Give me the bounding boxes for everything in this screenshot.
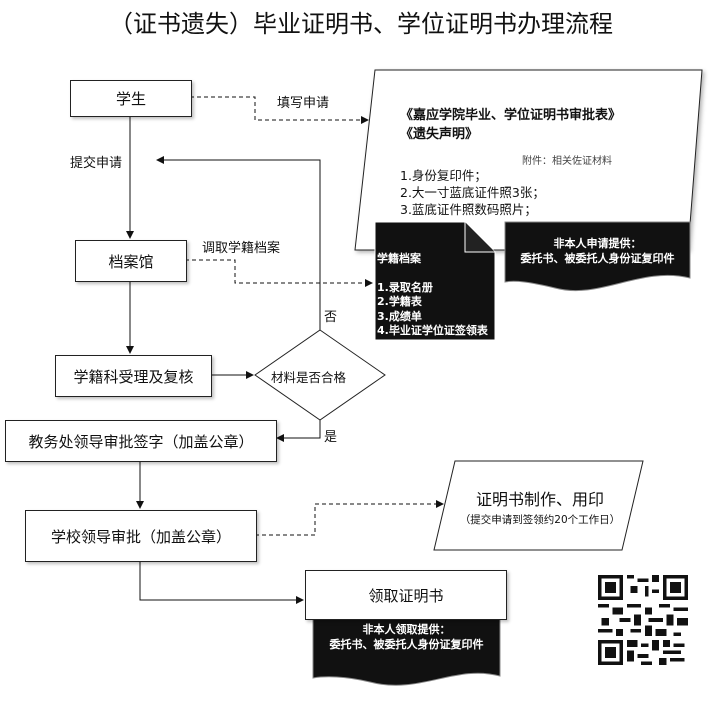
production-title: 证明书制作、用印 (475, 490, 604, 509)
edge-label-submit: 提交申请 (70, 156, 123, 171)
production-shape (433, 460, 644, 551)
node-archive: 档案馆 (75, 240, 187, 282)
edge-label-retrieve: 调取学籍档案 (202, 241, 281, 256)
node-label: 学籍科受理及复核 (73, 367, 194, 386)
node-school-leader: 学校领导审批（加盖公章） (25, 510, 257, 562)
records-item: 4.毕业证学位证签领表 (377, 324, 488, 337)
node-academic-affairs: 教务处领导审批签字（加盖公章） (5, 420, 277, 462)
attachment-item: 2.大一寸蓝底证件照3张； (400, 185, 545, 200)
note-line: 委托书、被委托人身份证复印件 (329, 638, 484, 651)
note-line: 非本人申请提供： (553, 237, 642, 250)
records-item: 1.录取名册 (377, 280, 433, 294)
proxy-apply-shape (504, 221, 691, 292)
records-title: 学籍档案 (377, 252, 421, 265)
proxy-apply-note: 非本人申请提供： 委托书、被委托人身份证复印件 (505, 236, 690, 266)
node-label: 学生 (115, 90, 146, 108)
records-item: 3.成绩单 (377, 309, 422, 323)
node-label: 档案馆 (108, 252, 154, 271)
node-registry: 学籍科受理及复核 (55, 355, 212, 397)
node-label: 领取证明书 (368, 587, 444, 605)
doc-line: 《遗失声明》 (400, 127, 479, 142)
edge-label-fill: 填写申请 (277, 96, 330, 111)
records-doc: 学籍档案 1.录取名册 2.学籍表 3.成绩单 4.毕业证学位证签领表 (377, 252, 488, 339)
node-label: 教务处领导审批签字（加盖公章） (28, 432, 254, 451)
attachment-item: 3.蓝底证件照数码照片； (400, 202, 537, 217)
production-subtitle: （提交申请到签领约20个工作日） (459, 514, 621, 526)
node-label: 学校领导审批（加盖公章） (50, 527, 231, 546)
proxy-pickup-note: 非本人领取提供： 委托书、被委托人身份证复印件 (313, 622, 500, 652)
attachment-item: 1.身份复印件； (400, 168, 487, 183)
node-student: 学生 (70, 80, 192, 117)
decision-label: 材料是否合格 (271, 370, 347, 385)
note-line: 委托书、被委托人身份证复印件 (520, 252, 675, 265)
node-pickup: 领取证明书 (305, 570, 507, 620)
attachment-title: 附件：相关佐证材料 (522, 156, 612, 167)
edge-label-yes: 是 (324, 430, 338, 445)
production-node: 证明书制作、用印 （提交申请到签领约20个工作日） (440, 486, 640, 527)
qr-code-icon (598, 575, 688, 665)
note-line: 非本人领取提供： (362, 623, 451, 636)
edge-label-no: 否 (324, 310, 338, 325)
records-item: 2.学籍表 (377, 295, 422, 308)
page-title: （证书遗失）毕业证明书、学位证明书办理流程 (109, 10, 613, 38)
application-doc: 《嘉应学院毕业、学位证明书审批表》 《遗失声明》 附件：相关佐证材料 1.身份复… (400, 104, 621, 218)
doc-line: 《嘉应学院毕业、学位证明书审批表》 (400, 108, 622, 123)
proxy-pickup-shape (312, 609, 501, 686)
